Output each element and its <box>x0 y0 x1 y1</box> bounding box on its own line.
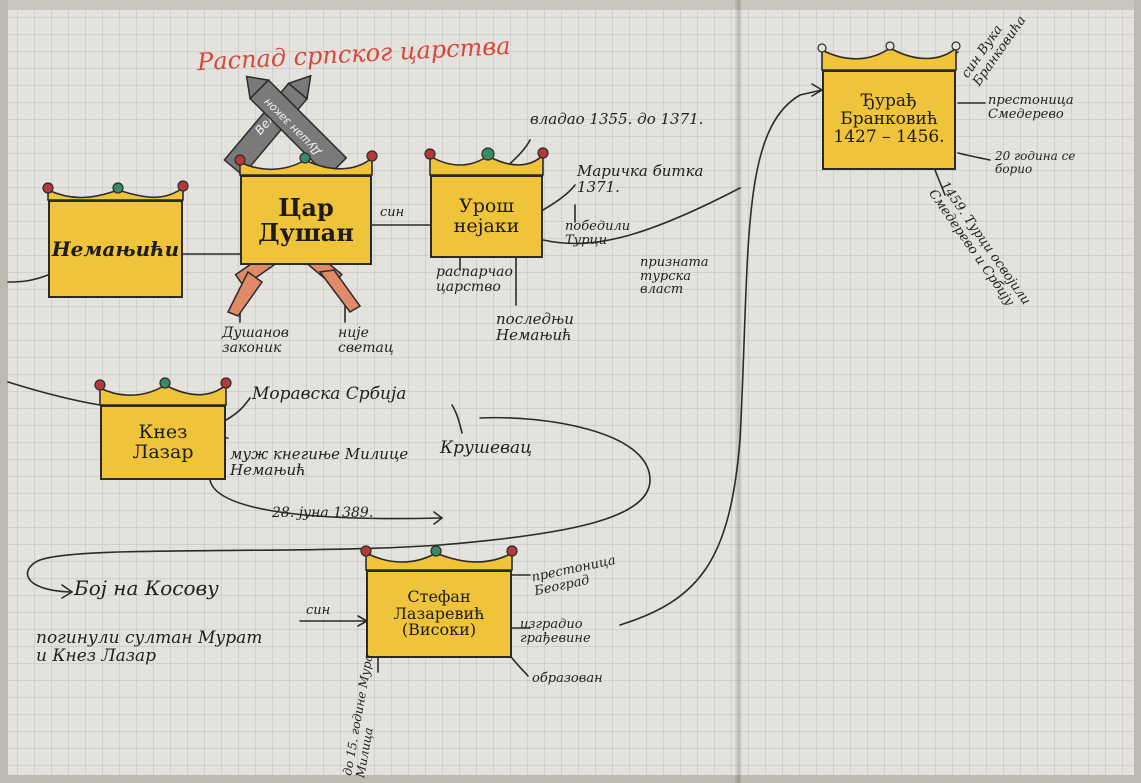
paper-edge-bottom <box>0 775 1141 783</box>
uros-note: победили Турци <box>565 219 631 248</box>
paper-edge-left <box>0 0 8 783</box>
relation-son-label: син <box>380 205 405 220</box>
crown-icon <box>821 46 957 71</box>
paper-edge-right <box>1134 0 1141 783</box>
stefan-note: образован <box>532 671 603 686</box>
lazar-note: Крушевац <box>440 438 532 458</box>
uros-note: распарчао царство <box>436 264 513 295</box>
ruler-box-stefan: Стефан Лазаревић (Високи) <box>366 570 512 658</box>
uros-note: Маричка битка 1371. <box>577 162 704 196</box>
page-fold <box>735 0 743 783</box>
paper-edge-top <box>0 0 1141 10</box>
djuradj-note: престоница Смедерево <box>988 93 1074 122</box>
kosovo-battle-note: погинули султан Мурат и Кнез Лазар <box>36 628 263 666</box>
lazar-date: 28. јуна 1389. <box>272 505 374 521</box>
kosovo-battle-title: Бој на Косову <box>74 576 219 600</box>
ruler-box-uros: Урош нејаки <box>430 175 543 258</box>
relation-son-label: син <box>306 603 331 618</box>
uros-note: призната турска власт <box>640 255 709 298</box>
ruler-box-lazar: Кнез Лазар <box>100 405 226 480</box>
ruler-box-dusan: Цар Душан <box>240 175 372 265</box>
djuradj-note: 20 година се борио <box>995 149 1076 176</box>
lazar-note: муж кнегиње Милице Немањић <box>230 445 409 479</box>
stefan-note: изградио грађевине <box>520 617 591 646</box>
uros-note: последњи Немањић <box>496 310 574 344</box>
dusan-note: није светац <box>338 325 394 356</box>
ruler-box-nemanjici: Немањићи <box>48 200 183 298</box>
uros-reign: владао 1355. до 1371. <box>530 110 704 128</box>
ruler-box-djuradj: Ђурађ Бранковић 1427 – 1456. <box>822 70 956 170</box>
dusan-note: Душанов законик <box>222 325 289 356</box>
lazar-note: Моравска Србија <box>252 384 407 404</box>
